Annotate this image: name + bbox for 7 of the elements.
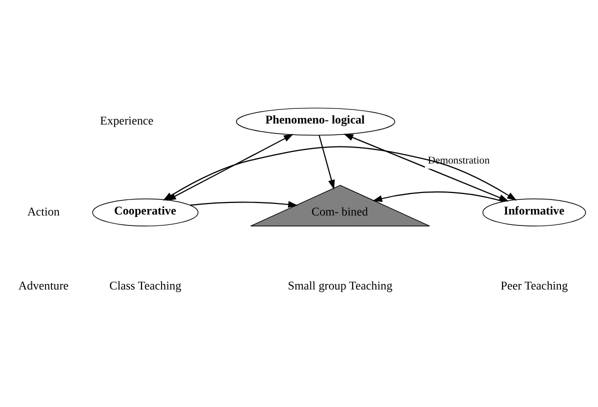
- label: Adventure: [18, 278, 69, 292]
- edge-label: Demonstration: [428, 154, 490, 166]
- label: Experience: [100, 112, 154, 127]
- label: Class Teaching: [109, 278, 182, 292]
- label: Action: [27, 204, 60, 218]
- label: Peer Teaching: [500, 278, 568, 292]
- label: Small group Teaching: [288, 278, 392, 292]
